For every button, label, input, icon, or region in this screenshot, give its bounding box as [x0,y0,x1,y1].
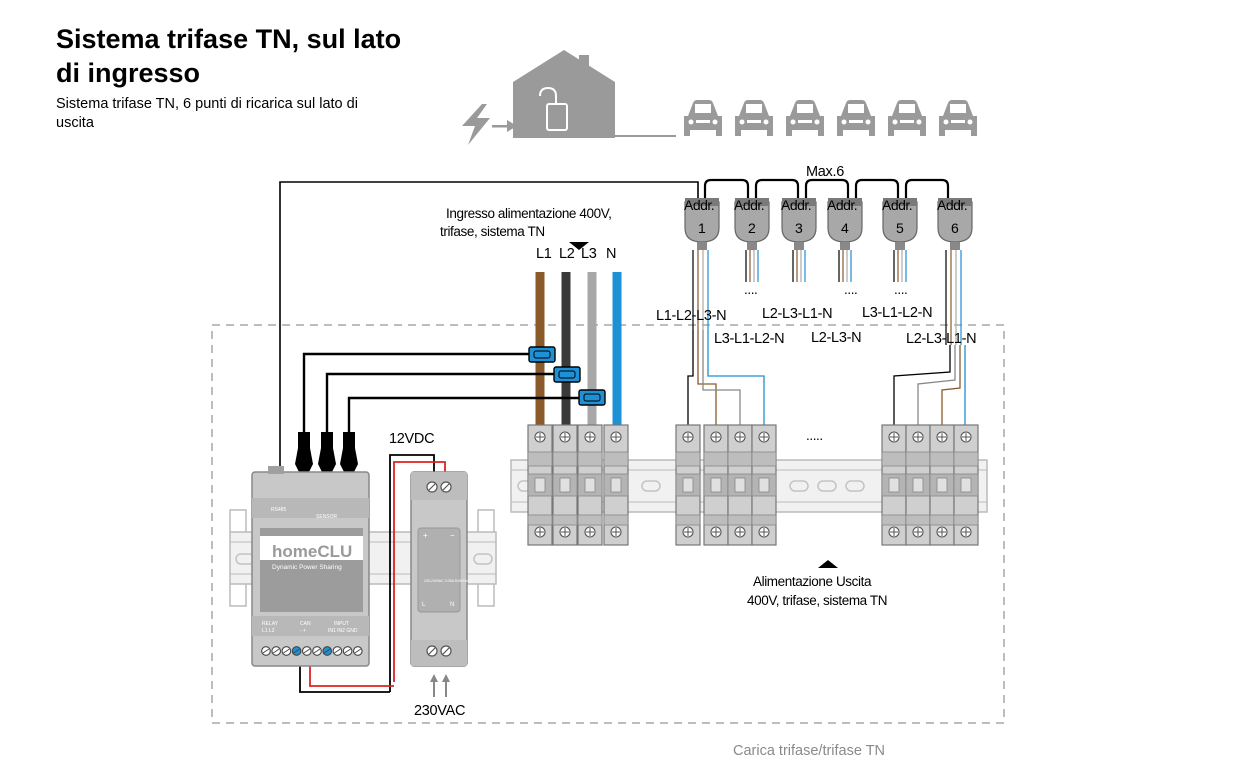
phase-order-label: L2-L3-L1-N [762,306,832,322]
homeclu-device: homeCLU Dynamic Power Sharing RS485 SENS… [251,466,370,667]
phase-label: L1 [536,246,552,262]
device-port-sensor: SENSOR [316,514,338,520]
charger-number: 3 [795,220,803,236]
device-can-pins: - + [300,628,306,634]
house-icon [513,50,615,138]
input-supply-label: Ingresso alimentazione 400V, [446,206,611,221]
charger-number: 5 [896,220,904,236]
phase-label: L3 [581,246,597,262]
car-icon [837,100,875,136]
ellipsis-dots: .... [894,282,907,297]
breaker-pole [905,424,931,546]
breaker-groups [527,424,979,546]
ac-voltage-label: 230VAC [414,703,465,719]
addr-label: Addr. [937,197,967,213]
dc-voltage-label: 12VDC [389,431,434,447]
breaker-pole [953,424,979,546]
phase-order-label: L3-L1-L2-N [714,331,784,347]
enclosure-boundary [211,324,1005,724]
charger-plug: Addr. 4 [827,197,863,282]
addr-label: Addr. [882,197,912,213]
ac-input-arrows-icon [430,674,450,697]
psu-minus: − [450,531,455,540]
charger-number: 2 [748,220,756,236]
car-icon [888,100,926,136]
addr-label: Addr. [781,197,811,213]
charger-plug: Addr. 2 [734,197,770,282]
max-chargers-label: Max.6 [806,164,844,180]
ct-sensor-cables [302,352,580,432]
breaker-pole [675,424,701,546]
phase-order-label: L3-L1-L2-N [862,305,932,321]
charger-plug: Addr. 3 [781,197,817,282]
car-icon [939,100,977,136]
device-tagline: Dynamic Power Sharing [272,564,342,571]
breaker-pole [703,424,729,546]
psu-l: L [422,602,426,608]
car-icons [684,100,977,136]
device-input-pins: IN1 IN2 GND [328,628,358,634]
ct-plug-icons [295,432,358,474]
output-arrow-icon [818,560,838,568]
power-supply: + − 100-240VAC 0.08A 50/60Hz L N [410,471,468,667]
addr-label: Addr. [684,197,714,213]
output-supply-label: Alimentazione Uscita [753,574,872,589]
ellipsis-dots: .... [844,282,857,297]
phase-order-label: L1-L2-L3-N [656,308,726,324]
page-title: Sistema trifase TN, sul lato di ingresso [56,24,402,88]
figure-caption: Carica trifase/trifase TN [733,743,885,759]
car-icon [684,100,722,136]
device-relay-pins: L1 L2 [262,628,275,634]
device-input-label: INPUT [334,621,349,627]
output-supply-label: 400V, trifase, sistema TN [747,593,887,608]
charger-plug: Addr. 5 [882,197,918,282]
device-relay-label: RELAY [262,621,279,627]
addr-label: Addr. [734,197,764,213]
charger-row: Addr. 1 Addr. 2 Addr. 3 Addr. 4 Addr. 5 Addr. 6 [684,197,973,345]
breaker-pole [527,424,553,546]
psu-plus: + [423,531,428,540]
lightning-icon [462,104,517,145]
breaker-pole [577,424,603,546]
device-terminals [261,646,363,656]
breaker-pole [751,424,777,546]
charger-number: 6 [951,220,959,236]
breaker-pole [603,424,629,546]
charger-number: 4 [841,220,849,236]
device-brand: homeCLU [272,542,352,561]
phase-order-label: L2-L3-N [811,330,861,346]
breaker-pole [727,424,753,546]
psu-wiring [299,454,446,693]
phase-order-label: L2-L3-L1-N [906,331,976,347]
psu-spec: 100-240VAC 0.08A 50/60Hz [424,579,468,583]
breaker-pole [552,424,578,546]
charger-number: 1 [698,220,706,236]
charger-plug: Addr. 1 [684,197,720,330]
input-supply-label: trifase, sistema TN [440,224,545,239]
device-can-label: CAN [300,621,311,627]
charger-wires-left [687,330,765,425]
comm-cable [279,181,699,470]
charger-wires-right [893,345,966,425]
daisy-chain [703,178,950,200]
phase-label: N [606,246,616,262]
psu-n: N [450,602,454,608]
car-icon [786,100,824,136]
addr-label: Addr. [827,197,857,213]
car-icon [735,100,773,136]
page-subtitle: Sistema trifase TN, 6 punti di ricarica … [56,96,358,131]
ct-clamp-icons [528,346,606,406]
breaker-pole [929,424,955,546]
device-port-rs485: RS485 [271,507,287,513]
charger-plug: Addr. 6 [937,197,973,345]
phase-labels: L1 L2 L3 N [536,246,616,262]
input-arrow-icon [569,242,589,250]
breaker-ellipsis: ..... [806,428,823,443]
phase-label: L2 [559,246,575,262]
breaker-pole [881,424,907,546]
ellipsis-dots: .... [744,282,757,297]
